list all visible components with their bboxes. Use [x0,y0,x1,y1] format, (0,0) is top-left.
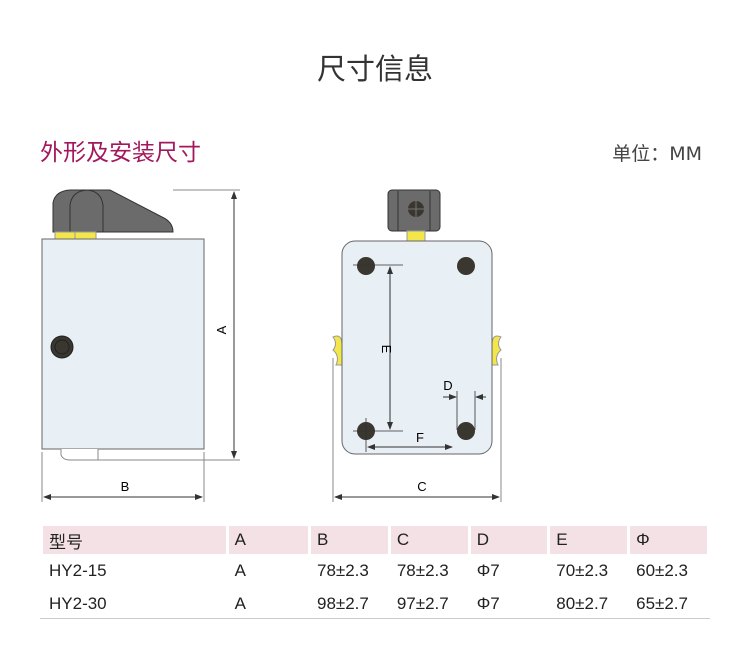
cell: 78±2.3 [316,560,369,580]
col-header: E [550,526,628,554]
table-row: HY2-30 A 98±2.7 97±2.7 Φ7 80±2.7 65±2.7 [43,587,707,620]
dim-label-f: F [416,430,424,445]
table-bottom-divider [40,618,710,619]
dim-label-b: B [121,479,130,494]
dimension-diagram: A B E F [41,189,502,502]
dim-label-a: A [214,325,229,334]
cell: 60±2.3 [636,560,688,580]
front-view: E F D C [332,189,502,502]
cell: 70±2.3 [556,560,609,580]
cell: 65±2.7 [636,593,688,613]
cell: A [234,593,246,613]
table-header-row: 型号 A B C D E Φ [43,526,707,554]
section-title: 外形及安装尺寸 [40,140,201,166]
col-header: 型号 [43,526,226,554]
col-header: D [470,526,548,554]
table-row: HY2-15 A 78±2.3 78±2.3 Φ7 70±2.3 60±2.3 [43,554,707,587]
mounting-hole [457,422,475,440]
col-header: B [310,526,388,554]
col-header: A [228,526,308,554]
switch-body-side [41,238,205,450]
cell: 97±2.7 [396,593,449,613]
col-header: C [390,526,468,554]
dim-label-e: E [379,345,394,354]
cell: Φ7 [476,560,500,580]
switch-body-front [341,240,493,455]
mounting-hole [457,257,475,275]
cell: HY2-30 [49,593,107,613]
cell: A [234,560,246,580]
cell: 78±2.3 [396,560,449,580]
cell: 98±2.7 [316,593,369,613]
unit-label: 单位：MM [612,143,702,165]
screw-icon [50,335,74,359]
mounting-hole [357,257,375,275]
dim-label-c: C [417,479,426,494]
dim-label-d: D [443,378,452,393]
cell: Φ7 [476,593,500,613]
cell: 80±2.7 [556,593,609,613]
side-view: A B [41,189,240,502]
col-header: Φ [630,526,707,554]
dimension-table: 型号 A B C D E Φ HY2-15 A 78±2.3 78±2.3 Φ7… [40,526,710,620]
lever-handle [52,189,174,233]
cell: HY2-15 [49,560,107,580]
page-title: 尺寸信息 [316,52,433,86]
